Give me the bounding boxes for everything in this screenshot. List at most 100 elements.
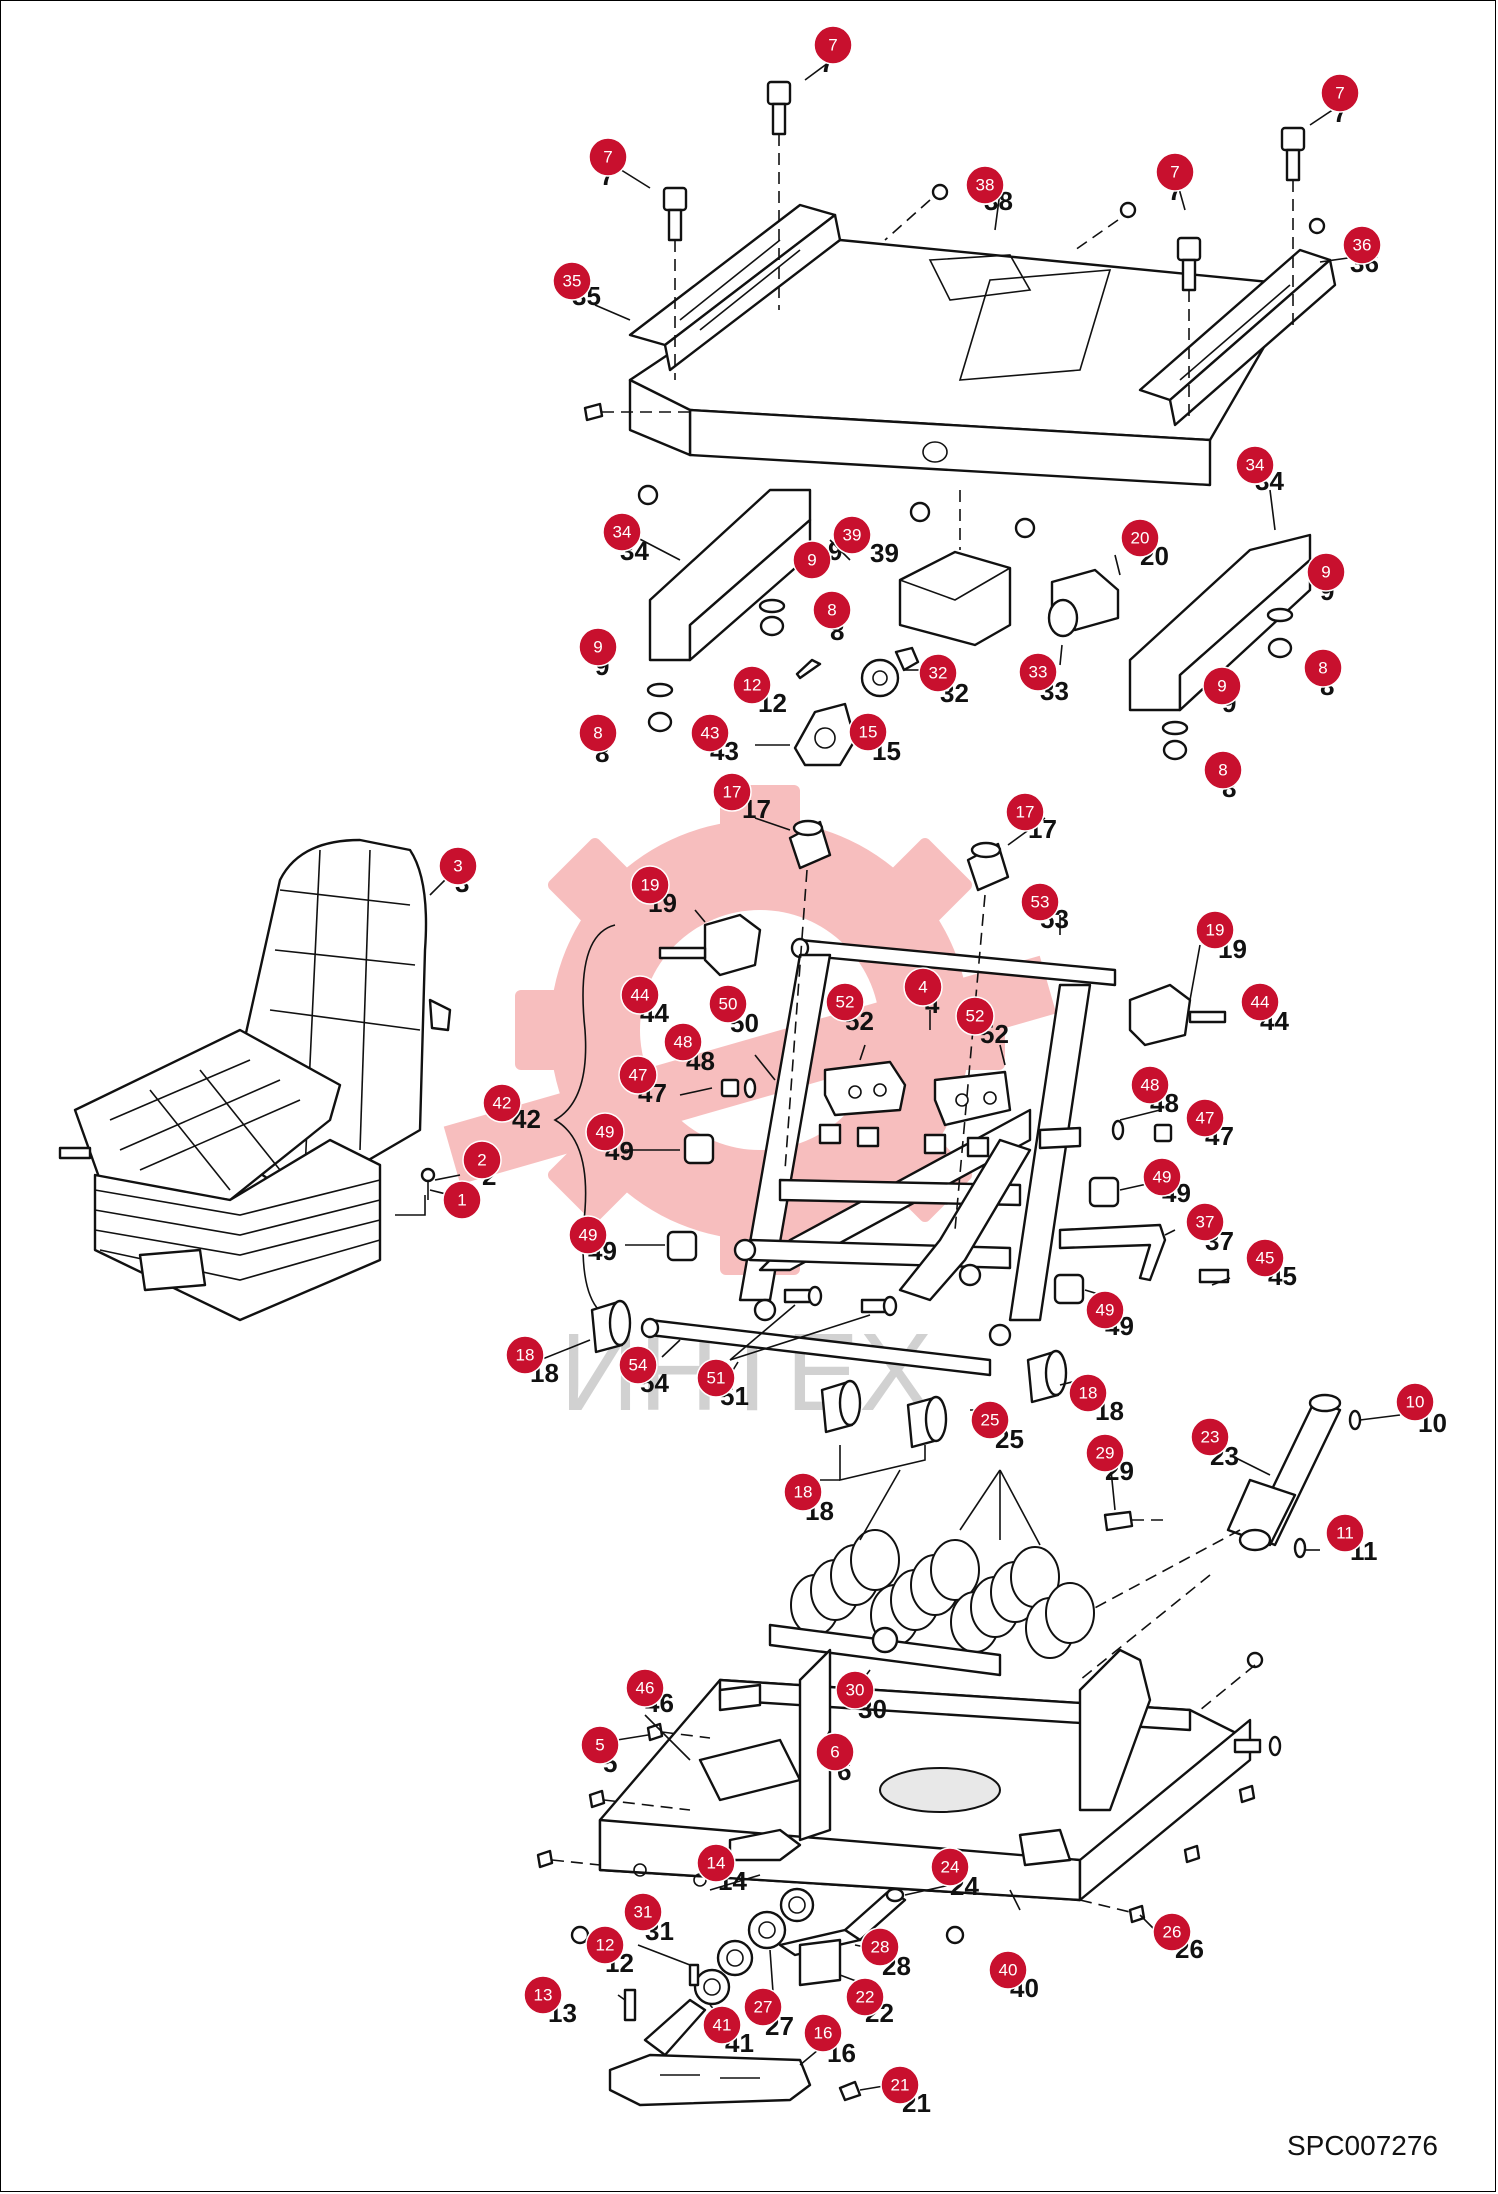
- callout-46: 46: [625, 1668, 665, 1708]
- svg-text:8: 8: [827, 601, 836, 620]
- callout-48-a: 48: [663, 1022, 703, 1062]
- callout-34-b: 34: [1235, 445, 1275, 485]
- callout-31: 31: [623, 1892, 663, 1932]
- callout-29: 29: [1085, 1433, 1125, 1473]
- bolts-7: [662, 80, 1326, 420]
- callout-9-a: 9: [792, 540, 832, 580]
- callout-20: 20: [1120, 518, 1160, 558]
- svg-text:7: 7: [828, 36, 837, 55]
- svg-text:18: 18: [1079, 1384, 1098, 1403]
- svg-text:48: 48: [1141, 1076, 1160, 1095]
- svg-text:50: 50: [719, 995, 738, 1014]
- callout-8-d: 8: [1203, 750, 1243, 790]
- callout-28: 28: [860, 1927, 900, 1967]
- svg-text:24: 24: [941, 1858, 960, 1877]
- svg-text:31: 31: [634, 1903, 653, 1922]
- callout-7-c: 7: [1155, 152, 1195, 192]
- leader-lines: [429, 62, 1401, 2091]
- svg-text:9: 9: [1217, 677, 1226, 696]
- callout-47-b: 47: [1185, 1098, 1225, 1138]
- svg-text:9: 9: [807, 551, 816, 570]
- washers-below-plate: [637, 484, 1036, 539]
- callout-13: 13: [523, 1975, 563, 2015]
- svg-text:49: 49: [579, 1226, 598, 1245]
- svg-text:51: 51: [707, 1369, 726, 1388]
- svg-text:40: 40: [999, 1961, 1018, 1980]
- svg-text:36: 36: [1353, 236, 1372, 255]
- callout-33: 33: [1018, 652, 1058, 692]
- svg-text:12: 12: [743, 676, 762, 695]
- callout-39: 39: [832, 515, 872, 555]
- callout-38: 38: [965, 165, 1005, 205]
- svg-text:29: 29: [1096, 1444, 1115, 1463]
- svg-text:21: 21: [891, 2076, 910, 2095]
- rollers-18: [590, 1299, 1068, 1482]
- callout-9-b: 9: [578, 627, 618, 667]
- svg-text:7: 7: [1170, 163, 1179, 182]
- svg-text:18: 18: [516, 1346, 535, 1365]
- callout-3: 3: [438, 846, 478, 886]
- svg-text:9: 9: [593, 638, 602, 657]
- callout-26: 26: [1152, 1912, 1192, 1952]
- svg-text:8: 8: [1218, 761, 1227, 780]
- svg-text:28: 28: [871, 1938, 890, 1957]
- svg-text:48: 48: [674, 1033, 693, 1052]
- svg-text:47: 47: [629, 1066, 648, 1085]
- catalog-code-label: SPC007276: [1286, 2130, 1438, 2161]
- svg-text:52: 52: [966, 1007, 985, 1026]
- svg-text:18: 18: [794, 1483, 813, 1502]
- svg-text:39: 39: [843, 526, 862, 545]
- svg-text:46: 46: [636, 1679, 655, 1698]
- svg-text:23: 23: [1201, 1428, 1220, 1447]
- svg-text:33: 33: [1029, 663, 1048, 682]
- callout-42: 42: [482, 1083, 522, 1123]
- callout-36: 36: [1342, 225, 1382, 265]
- callout-9-c: 9: [1306, 552, 1346, 592]
- svg-text:9: 9: [1321, 563, 1330, 582]
- svg-text:49: 49: [1096, 1301, 1115, 1320]
- svg-text:47: 47: [1196, 1109, 1215, 1128]
- svg-text:19: 19: [641, 876, 660, 895]
- svg-text:34: 34: [1246, 456, 1265, 475]
- svg-text:4: 4: [918, 978, 927, 997]
- svg-text:8: 8: [1318, 659, 1327, 678]
- svg-text:17: 17: [723, 783, 742, 802]
- callout-2: 2: [462, 1140, 502, 1180]
- callout-53: 53: [1020, 882, 1060, 922]
- callout-23: 23: [1190, 1417, 1230, 1457]
- callout-45: 45: [1245, 1238, 1285, 1278]
- svg-text:44: 44: [1251, 993, 1270, 1012]
- top-plate-assembly: [628, 203, 1337, 487]
- svg-text:14: 14: [707, 1854, 726, 1873]
- callout-24: 24: [930, 1847, 970, 1887]
- callout-52-b: 52: [955, 996, 995, 1036]
- svg-text:13: 13: [534, 1986, 553, 2005]
- svg-text:54: 54: [629, 1356, 648, 1375]
- callout-49-d: 49: [1085, 1290, 1125, 1330]
- svg-text:1: 1: [457, 1191, 466, 1210]
- svg-text:42: 42: [493, 1094, 512, 1113]
- svg-text:39: 39: [870, 538, 899, 568]
- callout-18-c: 18: [783, 1472, 823, 1512]
- svg-text:26: 26: [1163, 1923, 1182, 1942]
- nuts-washers: [646, 598, 1294, 761]
- callout-37: 37: [1185, 1202, 1225, 1242]
- callout-4: 4: [903, 967, 943, 1007]
- callout-18-a: 18: [505, 1335, 545, 1375]
- callout-48-b: 48: [1130, 1065, 1170, 1105]
- callout-21: 21: [880, 2065, 920, 2105]
- springs-30: [768, 1469, 1095, 1677]
- svg-text:19: 19: [1206, 921, 1225, 940]
- seat-illustration: [58, 838, 452, 1322]
- callout-19-a: 19: [630, 865, 670, 905]
- callout-44-a: 44: [620, 975, 660, 1015]
- callout-12-a: 12: [732, 665, 772, 705]
- callout-9-d: 9: [1202, 666, 1242, 706]
- svg-text:35: 35: [563, 272, 582, 291]
- svg-text:53: 53: [1031, 893, 1050, 912]
- svg-text:20: 20: [1131, 529, 1150, 548]
- callout-52-a: 52: [825, 982, 865, 1022]
- callout-11: 11: [1325, 1513, 1365, 1553]
- svg-text:52: 52: [836, 993, 855, 1012]
- callout-5: 5: [580, 1725, 620, 1765]
